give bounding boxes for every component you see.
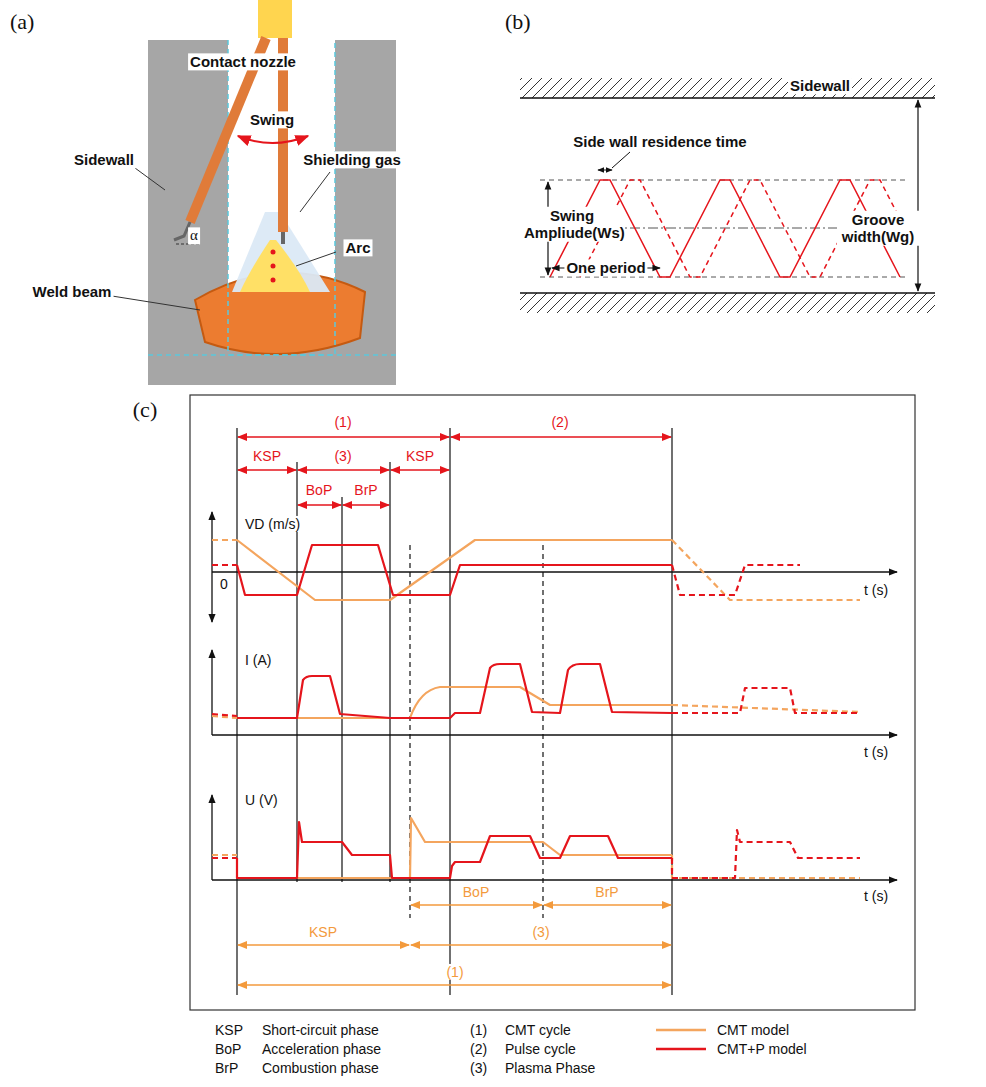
legend-entry: CMT+P model [655, 1040, 807, 1058]
text-label: BoP [461, 884, 491, 900]
text-label: t (s) [862, 582, 890, 598]
text-label: (2) [470, 1041, 487, 1057]
text-label: Acceleration phase [262, 1041, 381, 1057]
text-label: (c) [133, 397, 157, 422]
text-label: KSP [307, 924, 339, 940]
text-label: Pulse cycle [505, 1041, 576, 1057]
legend-line-sample [655, 1025, 707, 1035]
text-label: (3) [332, 448, 353, 464]
text-label: α [188, 227, 200, 244]
text-label: (b) [505, 9, 531, 34]
text-label: Contact nozzle [188, 53, 298, 70]
text-label: One period [564, 259, 647, 276]
text-label: BrP [593, 884, 620, 900]
text-label: VD (m/s) [243, 516, 302, 532]
text-label: BrP [352, 482, 379, 498]
legend-text: CMT+P model [717, 1041, 807, 1057]
text-label: Weld beam [31, 283, 114, 300]
legend-entry: CMT model [655, 1021, 789, 1039]
legend-line-sample [655, 1044, 707, 1054]
text-label: Groove width(Wg) [837, 211, 919, 246]
text-label: (1) [470, 1022, 487, 1038]
text-label: KSP [251, 448, 283, 464]
text-label: CMT cycle [505, 1022, 571, 1038]
text-label: Swing Ampliude(Ws) [522, 207, 622, 242]
text-label: (3) [470, 1060, 487, 1076]
text-label: KSP [215, 1022, 243, 1038]
text-label: U (V) [243, 792, 280, 808]
text-label: Side wall residence time [571, 133, 748, 150]
text-label: BoP [215, 1041, 241, 1057]
text-label: (1) [332, 414, 353, 430]
text-label: Shielding gas [301, 151, 403, 168]
text-label: BrP [215, 1060, 238, 1076]
text-label: Arc [343, 239, 372, 256]
text-label: I (A) [243, 652, 273, 668]
text-label: (1) [444, 964, 465, 980]
text-label: Combustion phase [262, 1060, 379, 1076]
text-label: Sidewall [72, 151, 136, 168]
text-label: (3) [530, 924, 551, 940]
text-label: Swing [248, 111, 296, 128]
text-label: Sidewall [788, 77, 852, 94]
swing-path-diagram [520, 78, 935, 313]
text-label: KSP [404, 448, 436, 464]
waveform-panel [190, 395, 915, 1010]
text-label: BoP [304, 482, 334, 498]
text-label: Short-circuit phase [262, 1022, 379, 1038]
text-label: (a) [10, 9, 34, 34]
text-label: (2) [549, 414, 570, 430]
text-label: t (s) [862, 744, 890, 760]
legend-text: CMT model [717, 1022, 789, 1038]
text-label: 0 [218, 576, 230, 592]
text-label: t (s) [862, 888, 890, 904]
groove-illustration [112, 0, 396, 385]
text-label: Plasma Phase [505, 1060, 595, 1076]
